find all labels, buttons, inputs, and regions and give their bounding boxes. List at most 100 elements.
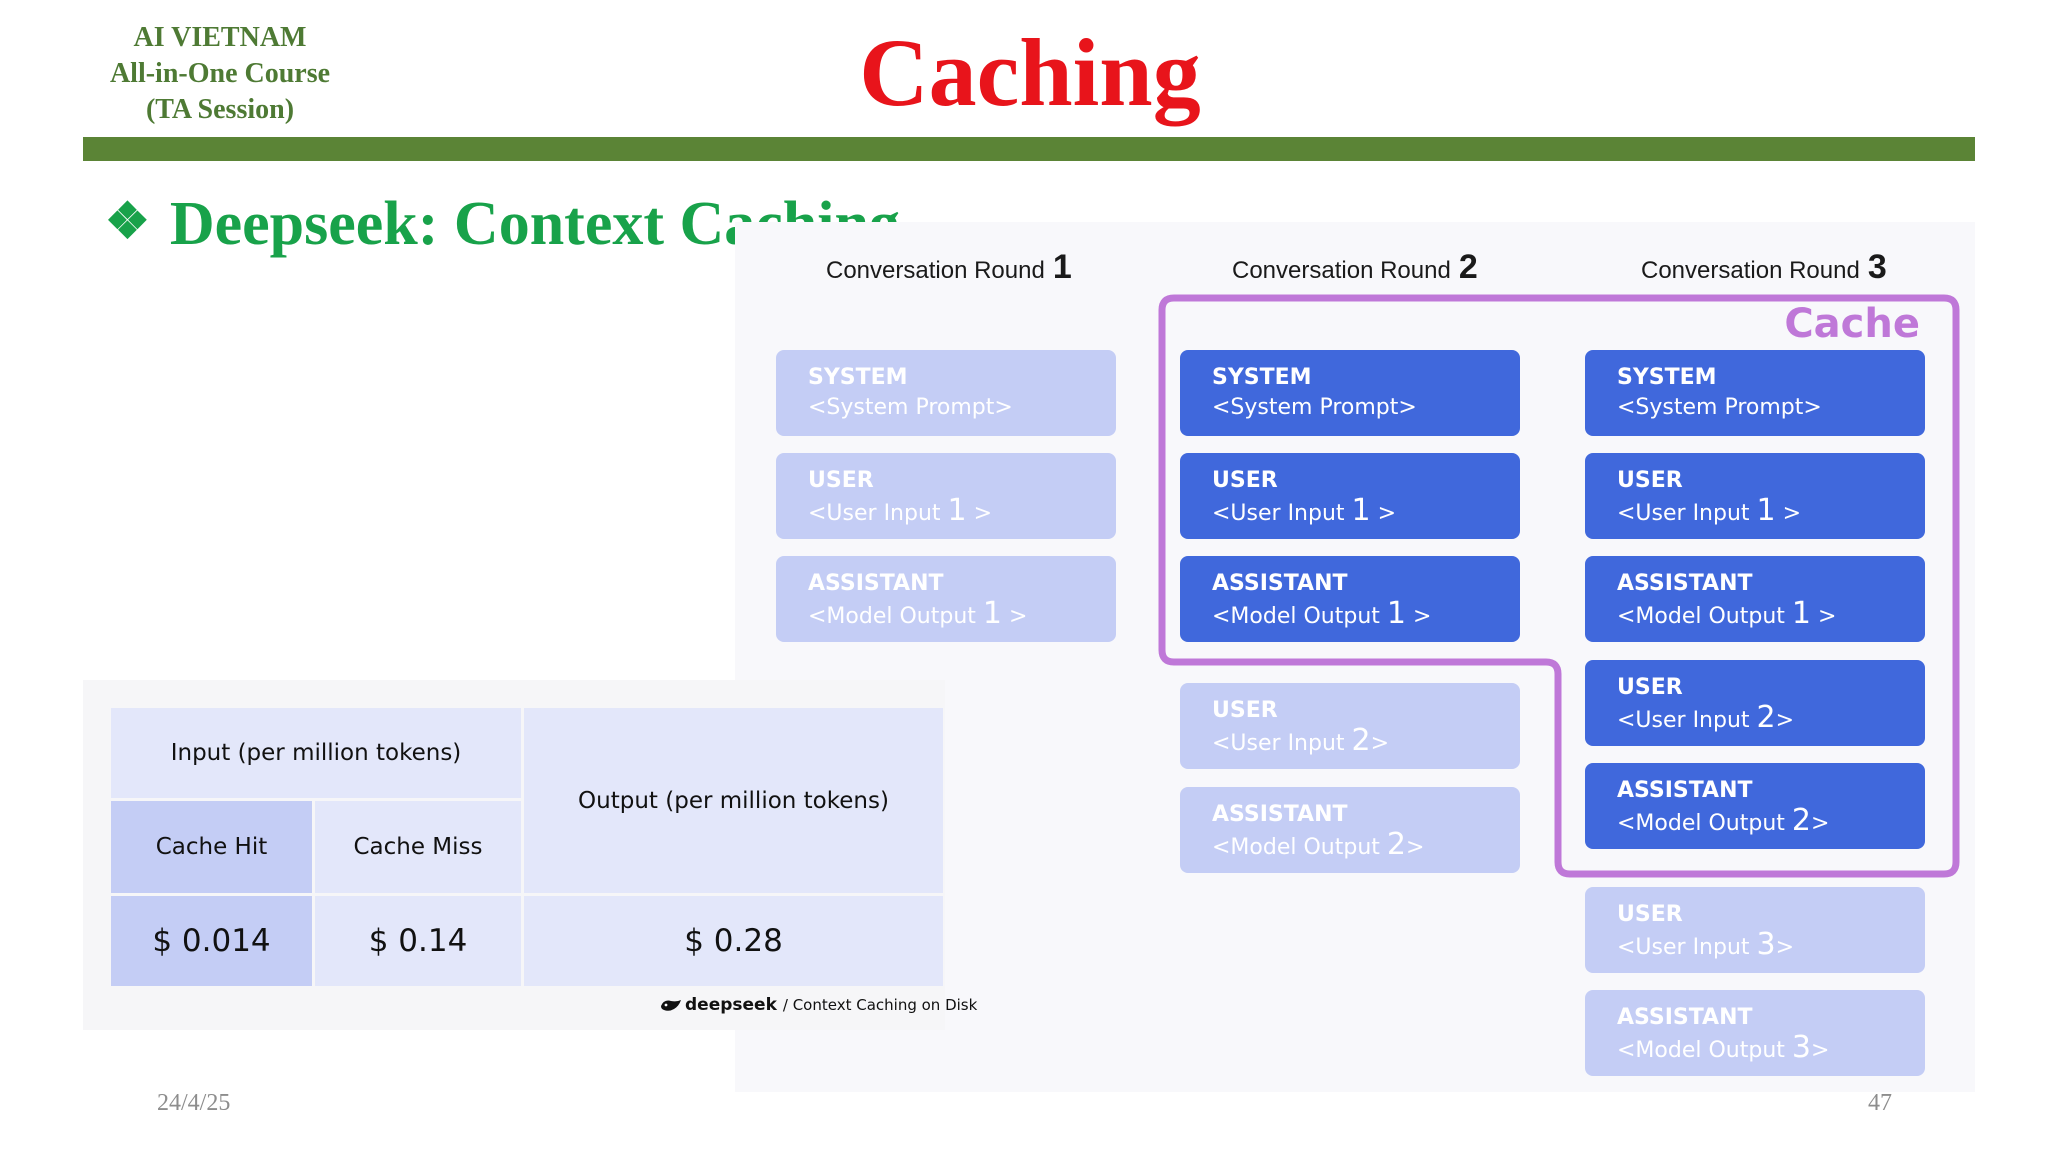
message-turn-number: 2 (1351, 723, 1371, 758)
message-content-suffix: > (1811, 604, 1837, 629)
message-system: SYSTEM <System Prompt> (776, 350, 1116, 436)
brand-line-2: All-in-One Course (109, 58, 331, 89)
message-assistant: ASSISTANT<Model Output 2> (1585, 763, 1925, 849)
output-header: Output (per million tokens) (524, 708, 943, 893)
message-assistant: ASSISTANT <Model Output 2> (1180, 787, 1520, 873)
message-content-prefix: <Model Output (1617, 811, 1792, 836)
round-label-text: Conversation Round (1232, 257, 1451, 284)
message-content: <Model Output 3> (1617, 1032, 1925, 1067)
message-content-suffix: > (1811, 1038, 1830, 1063)
round-number: 2 (1458, 248, 1478, 286)
message-turn-number: 1 (1791, 596, 1811, 631)
message-user: USER<User Input 2> (1585, 660, 1925, 746)
message-content-suffix: > (1002, 604, 1028, 629)
message-content-suffix: > (1370, 501, 1397, 526)
brand-line-3: (TA Session) (145, 94, 295, 125)
message-role: ASSISTANT (1617, 571, 1753, 596)
message-assistant: ASSISTANT<Model Output 1 > (1585, 556, 1925, 642)
message-role: ASSISTANT (1617, 778, 1753, 803)
message-content: <User Input 1 > (808, 495, 1116, 530)
message-content-suffix: > (1775, 501, 1802, 526)
deepseek-logo-text: deepseek (685, 995, 777, 1015)
message-content-suffix: > (1406, 604, 1432, 629)
pricing-table: Input (per million tokens) Output (per m… (108, 705, 946, 989)
message-role: SYSTEM (1212, 365, 1312, 390)
message-content: <System Prompt> (1617, 395, 1822, 420)
round-number: 1 (1052, 248, 1072, 286)
message-content-suffix: > (1775, 708, 1795, 733)
message-assistant: ASSISTANT<Model Output 1 > (1180, 556, 1520, 642)
message-content: <User Input 2> (1212, 725, 1520, 760)
message-content: <Model Output 1 > (1212, 598, 1520, 633)
brand-line-1: AI VIETNAM (133, 22, 307, 53)
message-content-prefix: <User Input (1212, 731, 1352, 756)
message-role: USER (1212, 698, 1278, 723)
message-user: USER <User Input 3> (1585, 887, 1925, 973)
message-content-prefix: <Model Output (1212, 604, 1387, 629)
message-role: SYSTEM (1617, 365, 1717, 390)
price-cache-miss: $ 0.14 (315, 896, 521, 986)
round-label-2: Conversation Round 2 (1232, 248, 1478, 287)
message-turn-number: 2 (1791, 803, 1811, 838)
message-content: <Model Output 2> (1617, 805, 1925, 840)
message-user: USER<User Input 1 > (1180, 453, 1520, 539)
message-turn-number: 1 (1756, 493, 1776, 528)
message-content-prefix: <Model Output (808, 604, 983, 629)
message-content: <User Input 2> (1617, 702, 1925, 737)
message-content-prefix: <User Input (808, 501, 948, 526)
header-divider (83, 137, 1975, 161)
message-turn-number: 2 (1756, 700, 1776, 735)
slide-date: 24/4/25 (157, 1090, 231, 1116)
message-turn-number: 3 (1756, 927, 1776, 962)
message-content-prefix: <User Input (1212, 501, 1352, 526)
message-user: USER<User Input 1 > (776, 453, 1116, 539)
message-role: USER (1617, 675, 1683, 700)
input-header: Input (per million tokens) (111, 708, 521, 798)
message-assistant: ASSISTANT<Model Output 1 > (776, 556, 1116, 642)
message-role: USER (808, 468, 874, 493)
message-content-suffix: > (966, 501, 993, 526)
cache-miss-header: Cache Miss (315, 801, 521, 893)
message-turn-number: 1 (1386, 596, 1406, 631)
source-credit: deepseek / Context Caching on Disk (660, 995, 977, 1015)
deepseek-whale-icon (661, 999, 681, 1011)
message-content: <Model Output 1 > (808, 598, 1116, 633)
message-role: SYSTEM (808, 365, 908, 390)
cache-hit-header: Cache Hit (111, 801, 312, 893)
message-user: USER<User Input 1 > (1585, 453, 1925, 539)
message-content: <System Prompt> (808, 395, 1013, 420)
message-turn-number: 2 (1386, 827, 1406, 862)
credit-text: / Context Caching on Disk (782, 996, 978, 1014)
message-user: USER<User Input 2> (1180, 683, 1520, 769)
message-role: USER (1617, 902, 1683, 927)
message-content: <System Prompt> (1212, 395, 1417, 420)
message-content-suffix: > (1775, 935, 1795, 960)
slide-title: Caching (859, 19, 1201, 126)
message-content-prefix: <User Input (1617, 935, 1757, 960)
round-number: 3 (1867, 248, 1887, 286)
message-turn-number: 1 (982, 596, 1002, 631)
message-content-prefix: <User Input (1617, 501, 1757, 526)
message-content-suffix: > (1370, 731, 1390, 756)
round-label-text: Conversation Round (1641, 257, 1860, 284)
message-content: <User Input 1 > (1212, 495, 1520, 530)
message-content-prefix: <Model Output (1212, 835, 1387, 860)
message-content-suffix: > (1811, 811, 1830, 836)
message-role: ASSISTANT (1617, 1005, 1753, 1030)
message-content: <Model Output 1 > (1617, 598, 1925, 633)
diamond-bullet-icon: ❖ (105, 193, 150, 249)
message-content: <User Input 1 > (1617, 495, 1925, 530)
message-system: SYSTEM <System Prompt> (1585, 350, 1925, 436)
message-content-prefix: <User Input (1617, 708, 1757, 733)
message-content-prefix: <Model Output (1617, 1038, 1792, 1063)
round-label-3: Conversation Round 3 (1641, 248, 1887, 287)
message-content-prefix: <Model Output (1617, 604, 1792, 629)
message-role: ASSISTANT (1212, 571, 1348, 596)
message-role: USER (1617, 468, 1683, 493)
message-turn-number: 1 (947, 493, 967, 528)
message-turn-number: 3 (1791, 1030, 1811, 1065)
message-role: ASSISTANT (1212, 802, 1348, 827)
message-content-suffix: > (1406, 835, 1425, 860)
message-turn-number: 1 (1351, 493, 1371, 528)
